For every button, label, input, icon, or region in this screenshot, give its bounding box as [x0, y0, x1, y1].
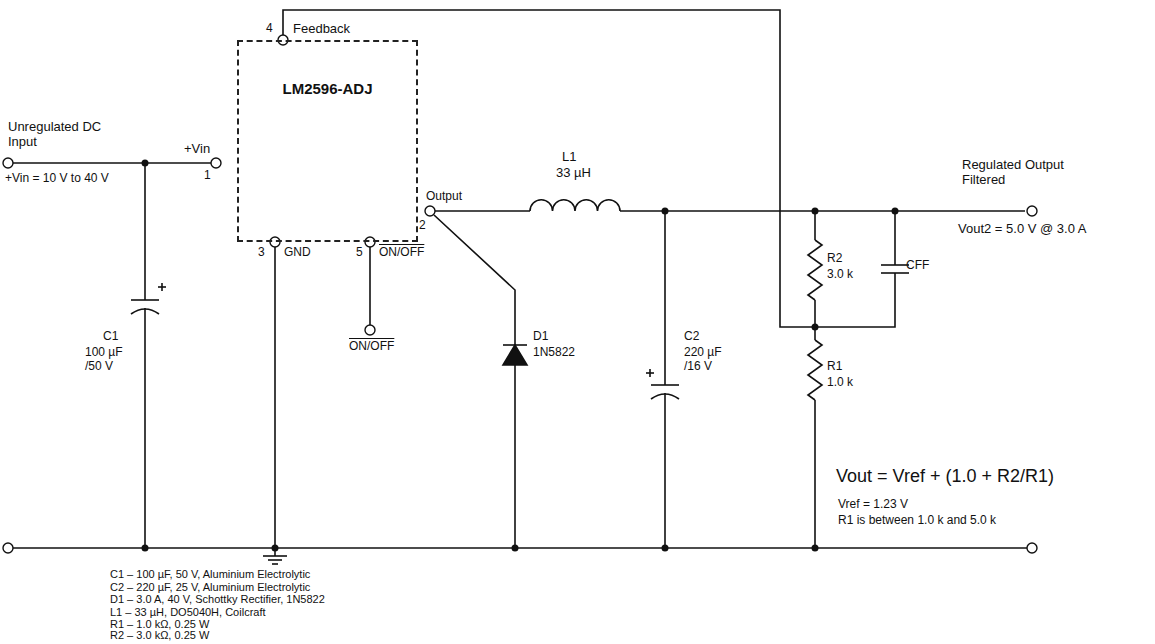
- formula: Vout = Vref + (1.0 + R2/R1): [836, 466, 1054, 487]
- pin-name: GND: [284, 246, 311, 260]
- pin-number: 4: [266, 22, 273, 36]
- capacitor-symbol: [815, 211, 909, 327]
- pin-number: 3: [258, 246, 265, 260]
- pin-number: 2: [419, 219, 426, 233]
- part-name: CFF: [906, 259, 929, 273]
- part-value: 100 µF /50 V: [85, 346, 137, 374]
- pin-name: Feedback: [293, 22, 350, 37]
- part-name: C1: [103, 330, 118, 344]
- parts-list-item: C2 – 220 µF, 25 V, Aluminium Electrolyti…: [110, 581, 310, 594]
- note: Vref = 1.23 V: [838, 498, 908, 512]
- part-name: D1: [533, 330, 548, 344]
- parts-list-item: C1 – 100 µF, 50 V, Aluminium Electrolyti…: [110, 568, 310, 581]
- diode-symbol: [434, 215, 527, 548]
- resistor-symbol: [808, 211, 822, 340]
- resistor-symbol: [808, 340, 822, 548]
- part-value: 220 µF /16 V: [684, 346, 740, 374]
- feedback-wire: [283, 10, 815, 327]
- ground-rail: [13, 547, 1027, 549]
- ic-package: LM2596-ADJ: [237, 40, 418, 242]
- chip-name: LM2596-ADJ: [239, 80, 416, 97]
- output-label: Regulated Output Filtered: [962, 158, 1074, 188]
- parts-list-item: R2 – 3.0 kΩ, 0.25 W: [110, 629, 209, 642]
- note: R1 is between 1.0 k and 5.0 k: [838, 514, 996, 528]
- output-wire: [620, 210, 1025, 212]
- part-name: L1: [562, 150, 576, 165]
- pin-number: 5: [356, 246, 363, 260]
- ground-symbol: [263, 247, 287, 564]
- input-range: +Vin = 10 V to 40 V: [5, 172, 109, 186]
- part-name: R1: [827, 360, 842, 374]
- output-spec: Vout2 = 5.0 V @ 3.0 A: [958, 222, 1086, 237]
- part-value: 3.0 k: [827, 268, 853, 282]
- inductor-symbol: [530, 200, 620, 211]
- output-wire: [435, 210, 530, 212]
- pin-name: ON/OFF: [379, 246, 424, 260]
- pin-number: 1: [204, 169, 211, 183]
- junction-dot: [142, 160, 899, 552]
- input-label: Unregulated DC Input: [8, 120, 108, 150]
- parts-list-item: R1 – 1.0 kΩ, 0.25 W: [110, 618, 209, 631]
- parts-list-item: D1 – 3.0 A, 40 V, Schottky Rectifier, 1N…: [110, 593, 325, 606]
- signal-name: ON/OFF: [349, 340, 394, 354]
- parts-list-item: L1 – 33 µH, DO5040H, Coilcraft: [110, 606, 266, 619]
- on-off-wire: [369, 247, 371, 325]
- part-name: R2: [827, 252, 842, 266]
- part-value: 1N5822: [533, 346, 575, 360]
- pin-name: Output: [426, 190, 462, 204]
- part-name: C2: [684, 330, 699, 344]
- pin-name: +Vin: [184, 142, 210, 157]
- capacitor-symbol: [131, 163, 166, 548]
- part-value: 1.0 k: [827, 376, 853, 390]
- capacitor-symbol: [646, 211, 679, 548]
- part-value: 33 µH: [556, 166, 591, 181]
- input-wire: [13, 162, 211, 164]
